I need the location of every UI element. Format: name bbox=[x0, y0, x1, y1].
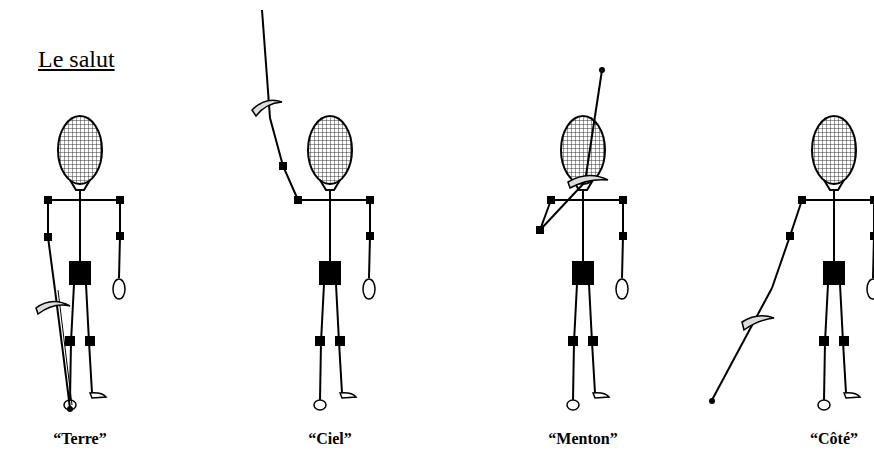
pose-label: “Menton” bbox=[548, 430, 617, 448]
pose-label: “Ciel” bbox=[308, 430, 352, 448]
pose-label: “Terre” bbox=[53, 430, 106, 448]
pose-label: “Côté” bbox=[810, 430, 858, 448]
diagram-title: Le salut bbox=[38, 46, 115, 73]
